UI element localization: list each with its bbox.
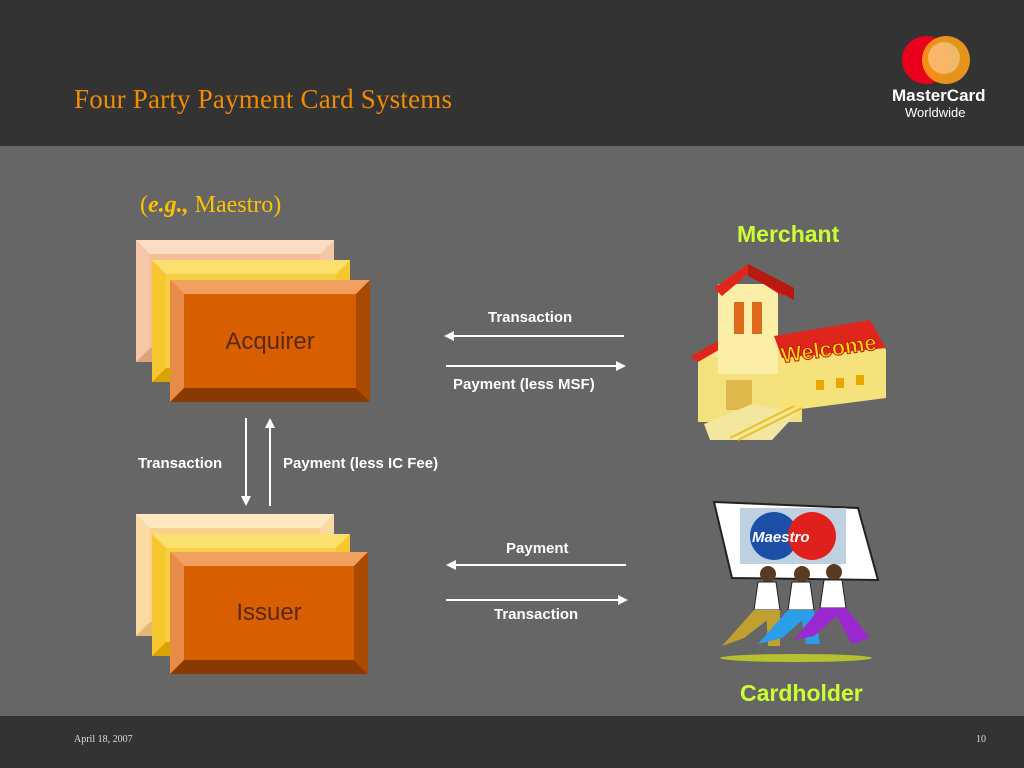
slide-header xyxy=(0,0,1024,146)
runner-3 xyxy=(794,564,870,644)
merchant-shop-icon xyxy=(690,264,886,441)
arrow-label-iss-card-top: Payment xyxy=(506,540,569,557)
arrow-label-iss-card-bottom: Transaction xyxy=(494,606,579,623)
arrow-issuer-to-cardholder xyxy=(446,595,628,605)
welcome-sign-text: Welcome xyxy=(779,330,878,366)
issuer-stack xyxy=(136,514,368,674)
arrow-acquirer-to-merchant xyxy=(446,361,626,371)
maestro-card-text: Maestro xyxy=(752,529,810,546)
issuer-card-front xyxy=(170,552,368,674)
acquirer-label: Acquirer xyxy=(225,328,315,355)
welcome-sign-icon: Welcome xyxy=(779,329,879,366)
merchant-label: Merchant xyxy=(737,221,840,247)
arrow-issuer-to-acquirer xyxy=(265,418,275,506)
footer-date: April 18, 2007 xyxy=(74,734,133,745)
acquirer-stack xyxy=(136,240,370,402)
arrow-label-acq-issuer-right: Payment (less IC Fee) xyxy=(283,455,439,472)
arrow-label-acq-merchant-bottom: Payment (less MSF) xyxy=(453,376,595,393)
slide-footer xyxy=(0,716,1024,768)
mastercard-logo-icon xyxy=(902,36,970,84)
arrow-label-acq-issuer-left: Transaction xyxy=(138,455,223,472)
logo-line1: MasterCard xyxy=(892,86,986,105)
issuer-label: Issuer xyxy=(236,599,302,626)
example-label: (e.g., Maestro) xyxy=(140,192,282,218)
cardholder-people-icon: Maestro xyxy=(712,500,880,662)
arrow-acquirer-to-issuer xyxy=(241,418,251,506)
acquirer-card-front xyxy=(170,280,370,402)
logo-line2: Worldwide xyxy=(905,105,966,120)
footer-page-number: 10 xyxy=(976,734,986,745)
arrow-label-acq-merchant-top: Transaction xyxy=(488,309,573,326)
arrow-cardholder-to-issuer xyxy=(446,560,626,570)
cardholder-label: Cardholder xyxy=(740,680,863,706)
arrow-merchant-to-acquirer xyxy=(444,331,624,341)
slide-title: Four Party Payment Card Systems xyxy=(74,84,453,114)
